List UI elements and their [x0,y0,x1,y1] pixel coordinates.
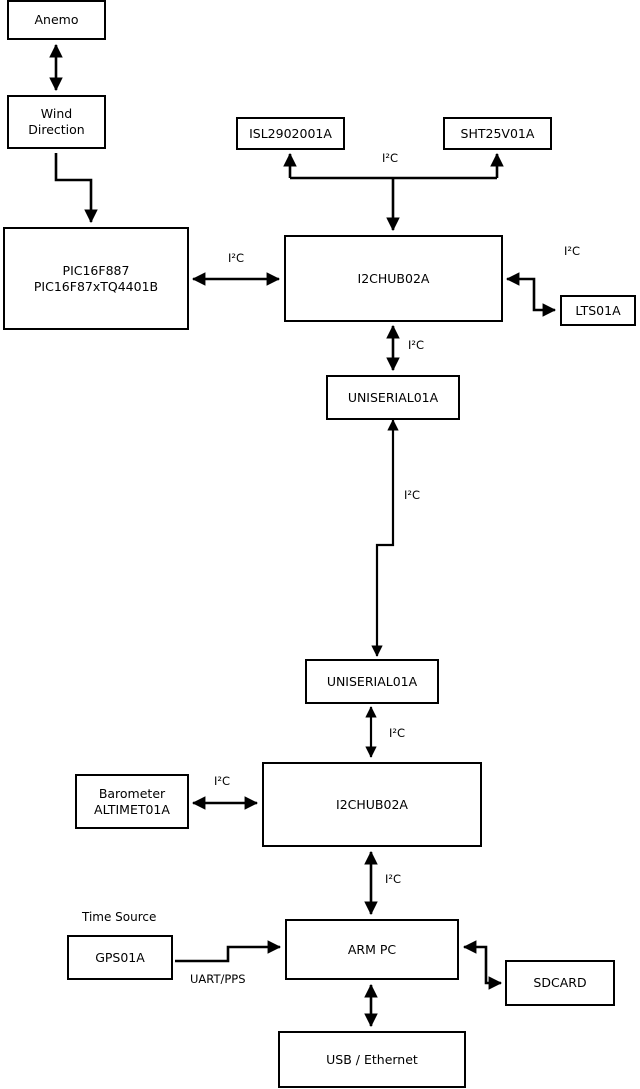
node-sdcard-label: SDCARD [533,975,587,991]
node-i2chub02a-top-label: I2CHUB02A [357,270,430,286]
wire-wind-pic [54,153,98,224]
node-gps01a[interactable]: GPS01A [67,935,173,980]
node-isl2902001a-label: ISL2902001A [249,125,332,141]
node-uniserial01a-upper[interactable]: UNISERIAL01A [326,375,460,420]
wire-armpc-sdcard [462,940,503,990]
edge-label-i2c-pic-hub: I²C [228,251,245,265]
edge-label-i2c-uniserial-hub: I²C [389,726,406,740]
edge-label-i2c-uniserial-link: I²C [404,488,421,502]
node-wind-direction[interactable]: Wind Direction [7,95,106,149]
node-i2chub02a-top[interactable]: I2CHUB02A [284,235,503,322]
node-barometer-label: Barometer ALTIMET01A [94,785,170,817]
node-anemo[interactable]: Anemo [7,0,106,40]
node-barometer[interactable]: Barometer ALTIMET01A [75,774,189,829]
node-usb-ethernet-label: USB / Ethernet [326,1051,418,1067]
node-i2chub02a-bottom-label: I2CHUB02A [336,796,408,812]
node-isl2902001a[interactable]: ISL2902001A [236,117,345,150]
node-pic-mcu[interactable]: PIC16F887 PIC16F87xTQ4401B [3,227,189,330]
wire-gps-armpc [175,940,282,963]
node-wind-direction-label: Wind Direction [28,106,85,137]
label-time-source: Time Source [82,910,157,924]
node-gps01a-label: GPS01A [95,949,145,965]
edge-label-i2c-hub-uniserial: I²C [408,338,425,352]
edge-label-i2c-hub-armpc: I²C [385,872,402,886]
wire-uni1-uni2 [371,419,399,657]
node-lts01a-label: LTS01A [575,302,621,318]
node-uniserial01a-lower[interactable]: UNISERIAL01A [305,659,439,704]
node-i2chub02a-bottom[interactable]: I2CHUB02A [262,762,482,847]
node-uniserial01a-lower-label: UNISERIAL01A [326,673,418,689]
node-sdcard[interactable]: SDCARD [505,960,615,1006]
node-arm-pc[interactable]: ARM PC [285,919,459,980]
edge-label-i2c-barometer-hub: I²C [214,774,231,788]
node-uniserial01a-upper-label: UNISERIAL01A [347,389,439,405]
node-sht25v01a[interactable]: SHT25V01A [443,117,552,150]
edge-label-i2c-sensors: I²C [382,151,399,165]
node-anemo-label: Anemo [34,12,79,28]
node-sht25v01a-label: SHT25V01A [460,125,535,141]
edge-label-i2c-hub-lts: I²C [564,244,581,258]
node-usb-ethernet[interactable]: USB / Ethernet [278,1031,466,1088]
wire-hubtop-lts [505,272,557,317]
node-lts01a[interactable]: LTS01A [560,295,636,326]
edge-label-uart-pps: UART/PPS [190,972,246,986]
node-arm-pc-label: ARM PC [347,941,397,957]
node-pic-mcu-label: PIC16F887 PIC16F87xTQ4401B [33,262,159,294]
